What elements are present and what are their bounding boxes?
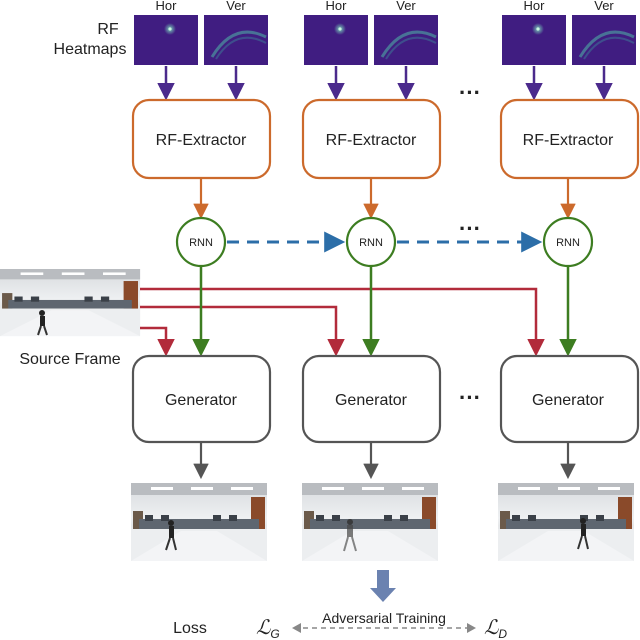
loss-g-symbol: ℒG [256, 617, 280, 640]
down-arrow-icon [370, 570, 396, 602]
adversarial-training-label: Adversarial Training [322, 610, 446, 626]
generated-frame-image [498, 483, 634, 561]
rf-heatmaps-label-line2: Heatmaps [54, 41, 127, 58]
ver-label: Ver [594, 0, 614, 13]
ver-label: Ver [396, 0, 416, 13]
adversarial-label-bg [311, 608, 459, 626]
rnn-label: RNN [556, 237, 580, 249]
generated-frame-image [131, 483, 267, 561]
rf-heatmap-horizontal [134, 15, 198, 65]
source-to-generator-arrow [140, 287, 545, 357]
generated-frame-image [302, 483, 438, 561]
loss-d-symbol: ℒD [484, 617, 507, 640]
loss-d-subscript: D [498, 627, 507, 640]
rf-heatmap-vertical [202, 13, 270, 67]
rf-heatmaps-label-line1: RF [97, 21, 119, 38]
source-frame-label: Source Frame [19, 351, 120, 368]
generator-label: Generator [532, 392, 605, 409]
hor-label: Hor [524, 0, 546, 13]
generator-box [499, 354, 640, 444]
source-to-generator-arrow [140, 305, 345, 357]
arrow-right-icon [467, 623, 476, 633]
loss-label: Loss [173, 620, 207, 637]
loss-g-subscript: G [270, 627, 279, 640]
rf-heatmap-vertical [570, 13, 638, 67]
rf-heatmap-horizontal [304, 15, 368, 65]
source-to-generator-arrow [140, 326, 175, 357]
hor-label: Hor [156, 0, 178, 13]
ellipsis: ··· [459, 216, 481, 241]
source-frame-image [0, 269, 141, 337]
rf-heatmap-horizontal [502, 15, 566, 65]
rf-extractor-label: RF-Extractor [523, 132, 614, 149]
generator-label: Generator [165, 392, 238, 409]
ellipsis: ··· [459, 80, 481, 105]
ver-label: Ver [226, 0, 246, 13]
rf-extractor-label: RF-Extractor [326, 132, 417, 149]
arrow-left-icon [292, 623, 301, 633]
rnn-label: RNN [189, 237, 213, 249]
loss-g-letter: ℒ [256, 617, 271, 639]
ellipsis: ··· [459, 385, 481, 410]
hor-label: Hor [326, 0, 348, 13]
generator-label: Generator [335, 392, 408, 409]
loss-d-letter: ℒ [484, 617, 499, 639]
rf-heatmap-vertical [372, 13, 440, 67]
rf-extractor-box [499, 98, 640, 180]
rf-extractor-label: RF-Extractor [156, 132, 247, 149]
rnn-label: RNN [359, 237, 383, 249]
